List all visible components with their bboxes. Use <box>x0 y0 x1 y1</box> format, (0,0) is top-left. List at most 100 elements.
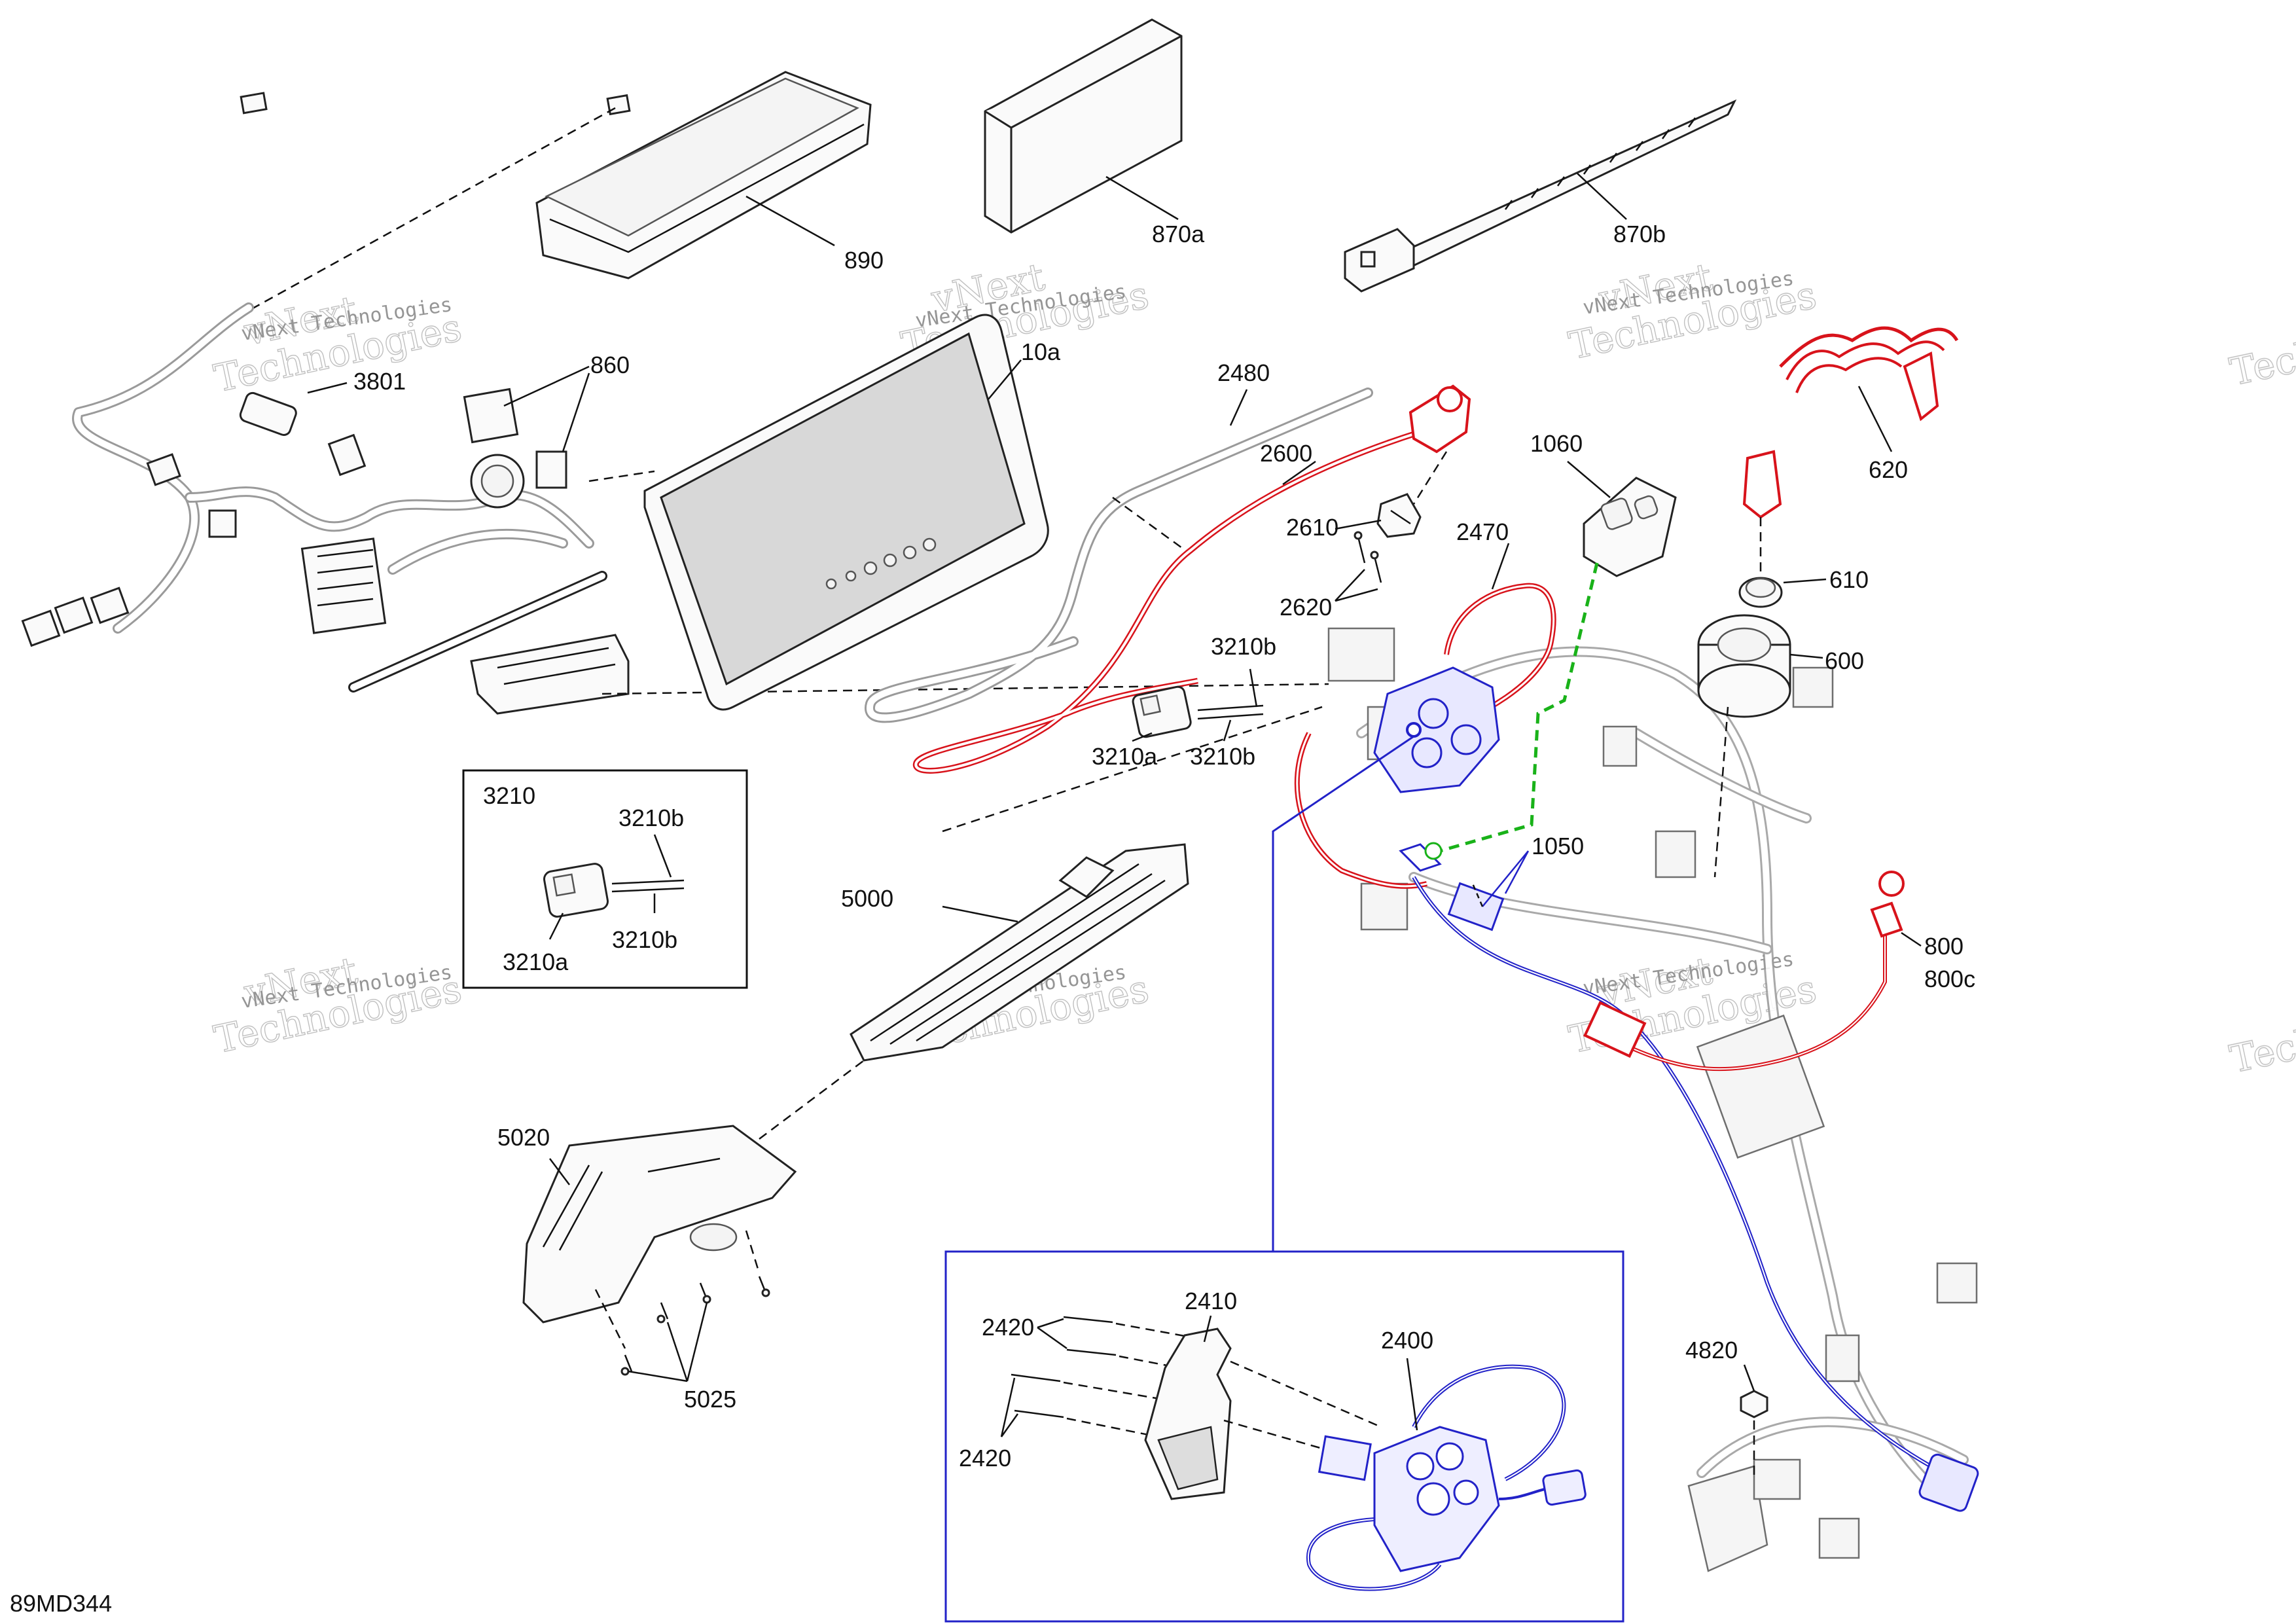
callout-2420-top: 2420 <box>982 1314 1034 1341</box>
callout-2600: 2600 <box>1260 440 1312 467</box>
dash-2410-2400 <box>1230 1360 1382 1428</box>
leader-1060 <box>1567 461 1611 498</box>
leader-inset-3210a <box>548 912 564 940</box>
leader-2600 <box>1282 460 1316 486</box>
dash-2420 <box>1066 1417 1159 1438</box>
part-5000-bracket <box>850 843 1189 1062</box>
part-620-lanyard <box>1742 326 1959 519</box>
leader-5000 <box>942 905 1018 923</box>
callout-1050: 1050 <box>1532 833 1584 859</box>
dash-2410-2400b <box>1223 1419 1362 1461</box>
green-dash-1060 <box>1439 562 1599 853</box>
callout-800c: 800c <box>1924 965 1975 992</box>
leader-1050-dash <box>1471 883 1484 907</box>
leader-2610 <box>1335 519 1382 530</box>
part-800-red-cable <box>1583 871 1905 1072</box>
callout-5025: 5025 <box>684 1386 736 1413</box>
dash-2420 <box>1115 1322 1218 1343</box>
part-870a-block <box>984 18 1183 234</box>
callout-3210b-top: 3210b <box>1211 633 1276 660</box>
part-600-switch <box>1697 614 1791 718</box>
leader-5020 <box>549 1158 570 1185</box>
callout-870a: 870a <box>1152 221 1205 247</box>
callout-2470: 2470 <box>1456 518 1509 545</box>
part-3210-connector <box>1132 685 1264 738</box>
watermark: Technologies <box>2226 985 2296 1082</box>
part-870b-cable-tie <box>1344 99 1737 293</box>
part-4820-nut <box>1740 1390 1768 1418</box>
leader-3210b-top <box>1249 668 1258 708</box>
dash-harness-display <box>588 470 655 482</box>
part-10a-display <box>643 314 1049 711</box>
callout-inset-3210a: 3210a <box>503 948 569 975</box>
leader-870b <box>1577 173 1627 220</box>
blue-callout-line <box>1272 735 1414 1252</box>
screw-2420 <box>1014 1409 1064 1418</box>
part-2400-switch <box>1306 1364 1587 1591</box>
leader-4820 <box>1743 1364 1755 1392</box>
leader-2470 <box>1491 543 1510 590</box>
svg-text:Technologies: Technologies <box>2226 986 2296 1081</box>
callout-5000: 5000 <box>841 885 893 912</box>
watermark: Technologies <box>2226 298 2296 395</box>
callout-620: 620 <box>1869 456 1908 483</box>
callout-860: 860 <box>590 352 630 378</box>
screw-2420 <box>1011 1373 1061 1382</box>
leader-3210b-bot <box>1223 719 1232 742</box>
part-2480-tether <box>865 388 1373 723</box>
leader-610 <box>1783 578 1827 584</box>
dash-890-harness <box>242 107 616 316</box>
callout-2620: 2620 <box>1280 594 1332 621</box>
green-marker <box>1424 842 1443 860</box>
inset-3210: 3210 3210b 3210b 3210a <box>462 769 748 989</box>
callout-2610: 2610 <box>1286 514 1338 541</box>
leader-860a <box>503 365 590 407</box>
leader-870a <box>1105 175 1179 221</box>
part-2600-red-tether <box>912 384 1471 774</box>
leader-800 <box>1901 931 1922 947</box>
dash-600 <box>1713 706 1729 878</box>
callout-3801: 3801 <box>353 368 406 395</box>
part-left-wire-harness <box>21 92 630 715</box>
leader-inset-3210b-a <box>653 834 672 878</box>
callout-890: 890 <box>844 247 884 274</box>
svg-text:Technologies: Technologies <box>2226 298 2296 394</box>
dash-5025-b <box>745 1230 761 1274</box>
part-2620-screws <box>1354 531 1382 583</box>
callout-5020: 5020 <box>497 1124 550 1151</box>
dash-2610 <box>1412 451 1448 505</box>
callout-1060: 1060 <box>1530 430 1583 457</box>
dash-2480 <box>1112 496 1185 551</box>
leader-2420-bot <box>1000 1377 1019 1437</box>
leader-2410 <box>1203 1315 1212 1343</box>
leader-2480 <box>1229 389 1248 426</box>
callout-10a: 10a <box>1021 338 1061 365</box>
callout-800: 800 <box>1924 933 1964 960</box>
leader-860b <box>562 372 590 452</box>
screw-2420 <box>1063 1316 1113 1324</box>
leader-620 <box>1857 386 1893 452</box>
screw-2420 <box>1066 1348 1117 1356</box>
callout-610: 610 <box>1829 566 1869 593</box>
callout-870b: 870b <box>1613 221 1666 247</box>
leader-5025 <box>628 1302 708 1382</box>
leader-600 <box>1789 653 1823 659</box>
leader-2420-top <box>1037 1318 1067 1350</box>
leader-2620 <box>1335 569 1378 602</box>
leader-2400 <box>1406 1358 1418 1431</box>
part-890-cover <box>535 71 872 280</box>
callout-3210b-bot: 3210b <box>1190 743 1255 770</box>
part-2610-clip <box>1376 493 1422 538</box>
callout-4820: 4820 <box>1685 1337 1738 1363</box>
inset-3210-title: 3210 <box>483 782 535 809</box>
leader-10a <box>988 359 1022 400</box>
leader-3210a <box>1132 732 1153 742</box>
blue-callout-marker <box>1406 722 1422 738</box>
diagram-id: 89MD344 <box>10 1590 112 1617</box>
part-main-harness <box>1327 627 1978 1572</box>
part-1060-switch <box>1583 477 1677 577</box>
callout-2480: 2480 <box>1217 359 1270 386</box>
callout-600: 600 <box>1825 647 1864 674</box>
dash-5000-upper <box>942 706 1323 833</box>
